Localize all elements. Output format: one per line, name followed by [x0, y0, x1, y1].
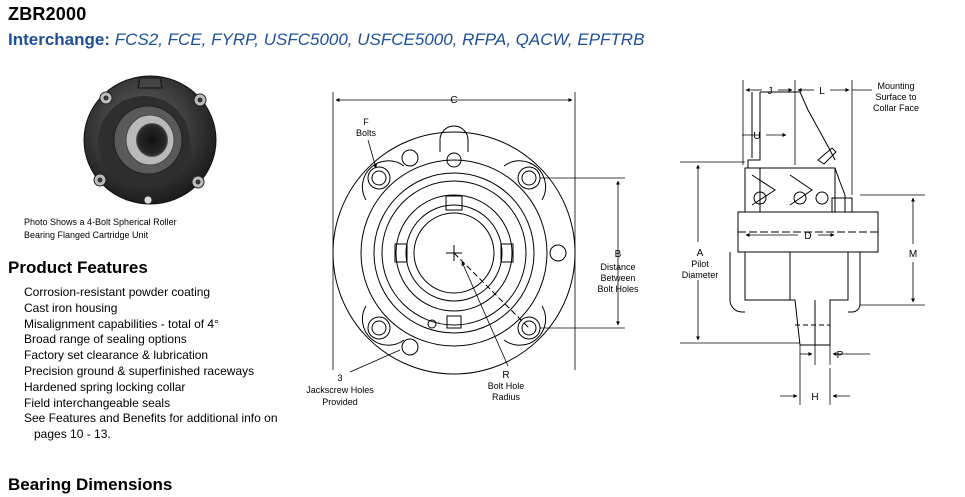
- dim-b-line1: Distance: [600, 262, 635, 272]
- dim-a-label: A: [697, 248, 704, 259]
- bearing-dimensions-heading: Bearing Dimensions: [8, 475, 173, 494]
- dim-r-label: R: [502, 370, 509, 381]
- dim-f-label: F: [363, 117, 369, 127]
- dim-h-label: H: [811, 392, 818, 403]
- dim-m-label: M: [909, 249, 917, 260]
- product-photo: [83, 75, 217, 205]
- list-item: Factory set clearance & lubrication: [24, 348, 209, 363]
- jackscrew-line1: Jackscrew Holes: [306, 385, 374, 395]
- interchange-label: Interchange:: [8, 30, 111, 49]
- mount-line1: Mounting: [877, 81, 914, 91]
- product-features-heading: Product Features: [8, 258, 148, 277]
- dim-b-line3: Bolt Holes: [597, 284, 639, 294]
- jackscrew-line2: Provided: [322, 397, 358, 407]
- photo-caption: Photo Shows a 4-Bolt Spherical Roller Be…: [24, 216, 177, 242]
- dim-a-line2: Diameter: [682, 270, 719, 280]
- front-dimensions: [332, 92, 625, 373]
- list-item: See Features and Benefits for additional…: [24, 411, 278, 426]
- dim-b-line2: Between: [600, 273, 635, 283]
- list-item: pages 10 - 13.: [34, 427, 111, 442]
- photo-caption-line2: Bearing Flanged Cartridge Unit: [24, 230, 149, 240]
- jackscrew-count: 3: [337, 373, 342, 383]
- dim-u-label: U: [753, 131, 760, 142]
- dim-c-label: C: [450, 95, 457, 106]
- dim-d-label: D: [804, 231, 811, 242]
- list-item: Misalignment capabilities - total of 4°: [24, 316, 219, 331]
- list-item: Precision ground & superfinished raceway…: [24, 363, 255, 378]
- dim-b-label: B: [615, 249, 622, 260]
- product-title: ZBR2000: [8, 4, 87, 24]
- list-item: Corrosion-resistant powder coating: [24, 285, 211, 299]
- photo-caption-line1: Photo Shows a 4-Bolt Spherical Roller: [24, 217, 177, 227]
- interchange-line: Interchange: FCS2, FCE, FYRP, USFC5000, …: [8, 30, 644, 50]
- dim-a-line1: Pilot: [691, 259, 709, 269]
- dim-r-line1: Bolt Hole: [488, 381, 525, 391]
- mount-line2: Surface to: [875, 92, 916, 102]
- dim-f-bolts-label: Bolts: [356, 128, 377, 138]
- dim-l-label: L: [819, 86, 825, 97]
- dim-r-line2: Radius: [492, 392, 521, 402]
- dim-j-label: J: [768, 86, 773, 97]
- dimension-drawing: C F Bolts B Distance Between Bolt Holes …: [306, 80, 925, 407]
- interchange-values: FCS2, FCE, FYRP, USFC5000, USFCE5000, RF…: [114, 30, 645, 49]
- list-item: Hardened spring locking collar: [24, 379, 186, 394]
- side-view: [729, 91, 879, 346]
- dim-p-label: P: [837, 350, 844, 361]
- mount-line3: Collar Face: [873, 103, 919, 113]
- front-view: [332, 125, 576, 375]
- list-item: Broad range of sealing options: [24, 332, 187, 347]
- features-list: Corrosion-resistant powder coating Cast …: [24, 285, 278, 443]
- list-item: Field interchangeable seals: [24, 395, 171, 410]
- list-item: Cast iron housing: [24, 300, 118, 315]
- side-dimensions: [680, 80, 925, 405]
